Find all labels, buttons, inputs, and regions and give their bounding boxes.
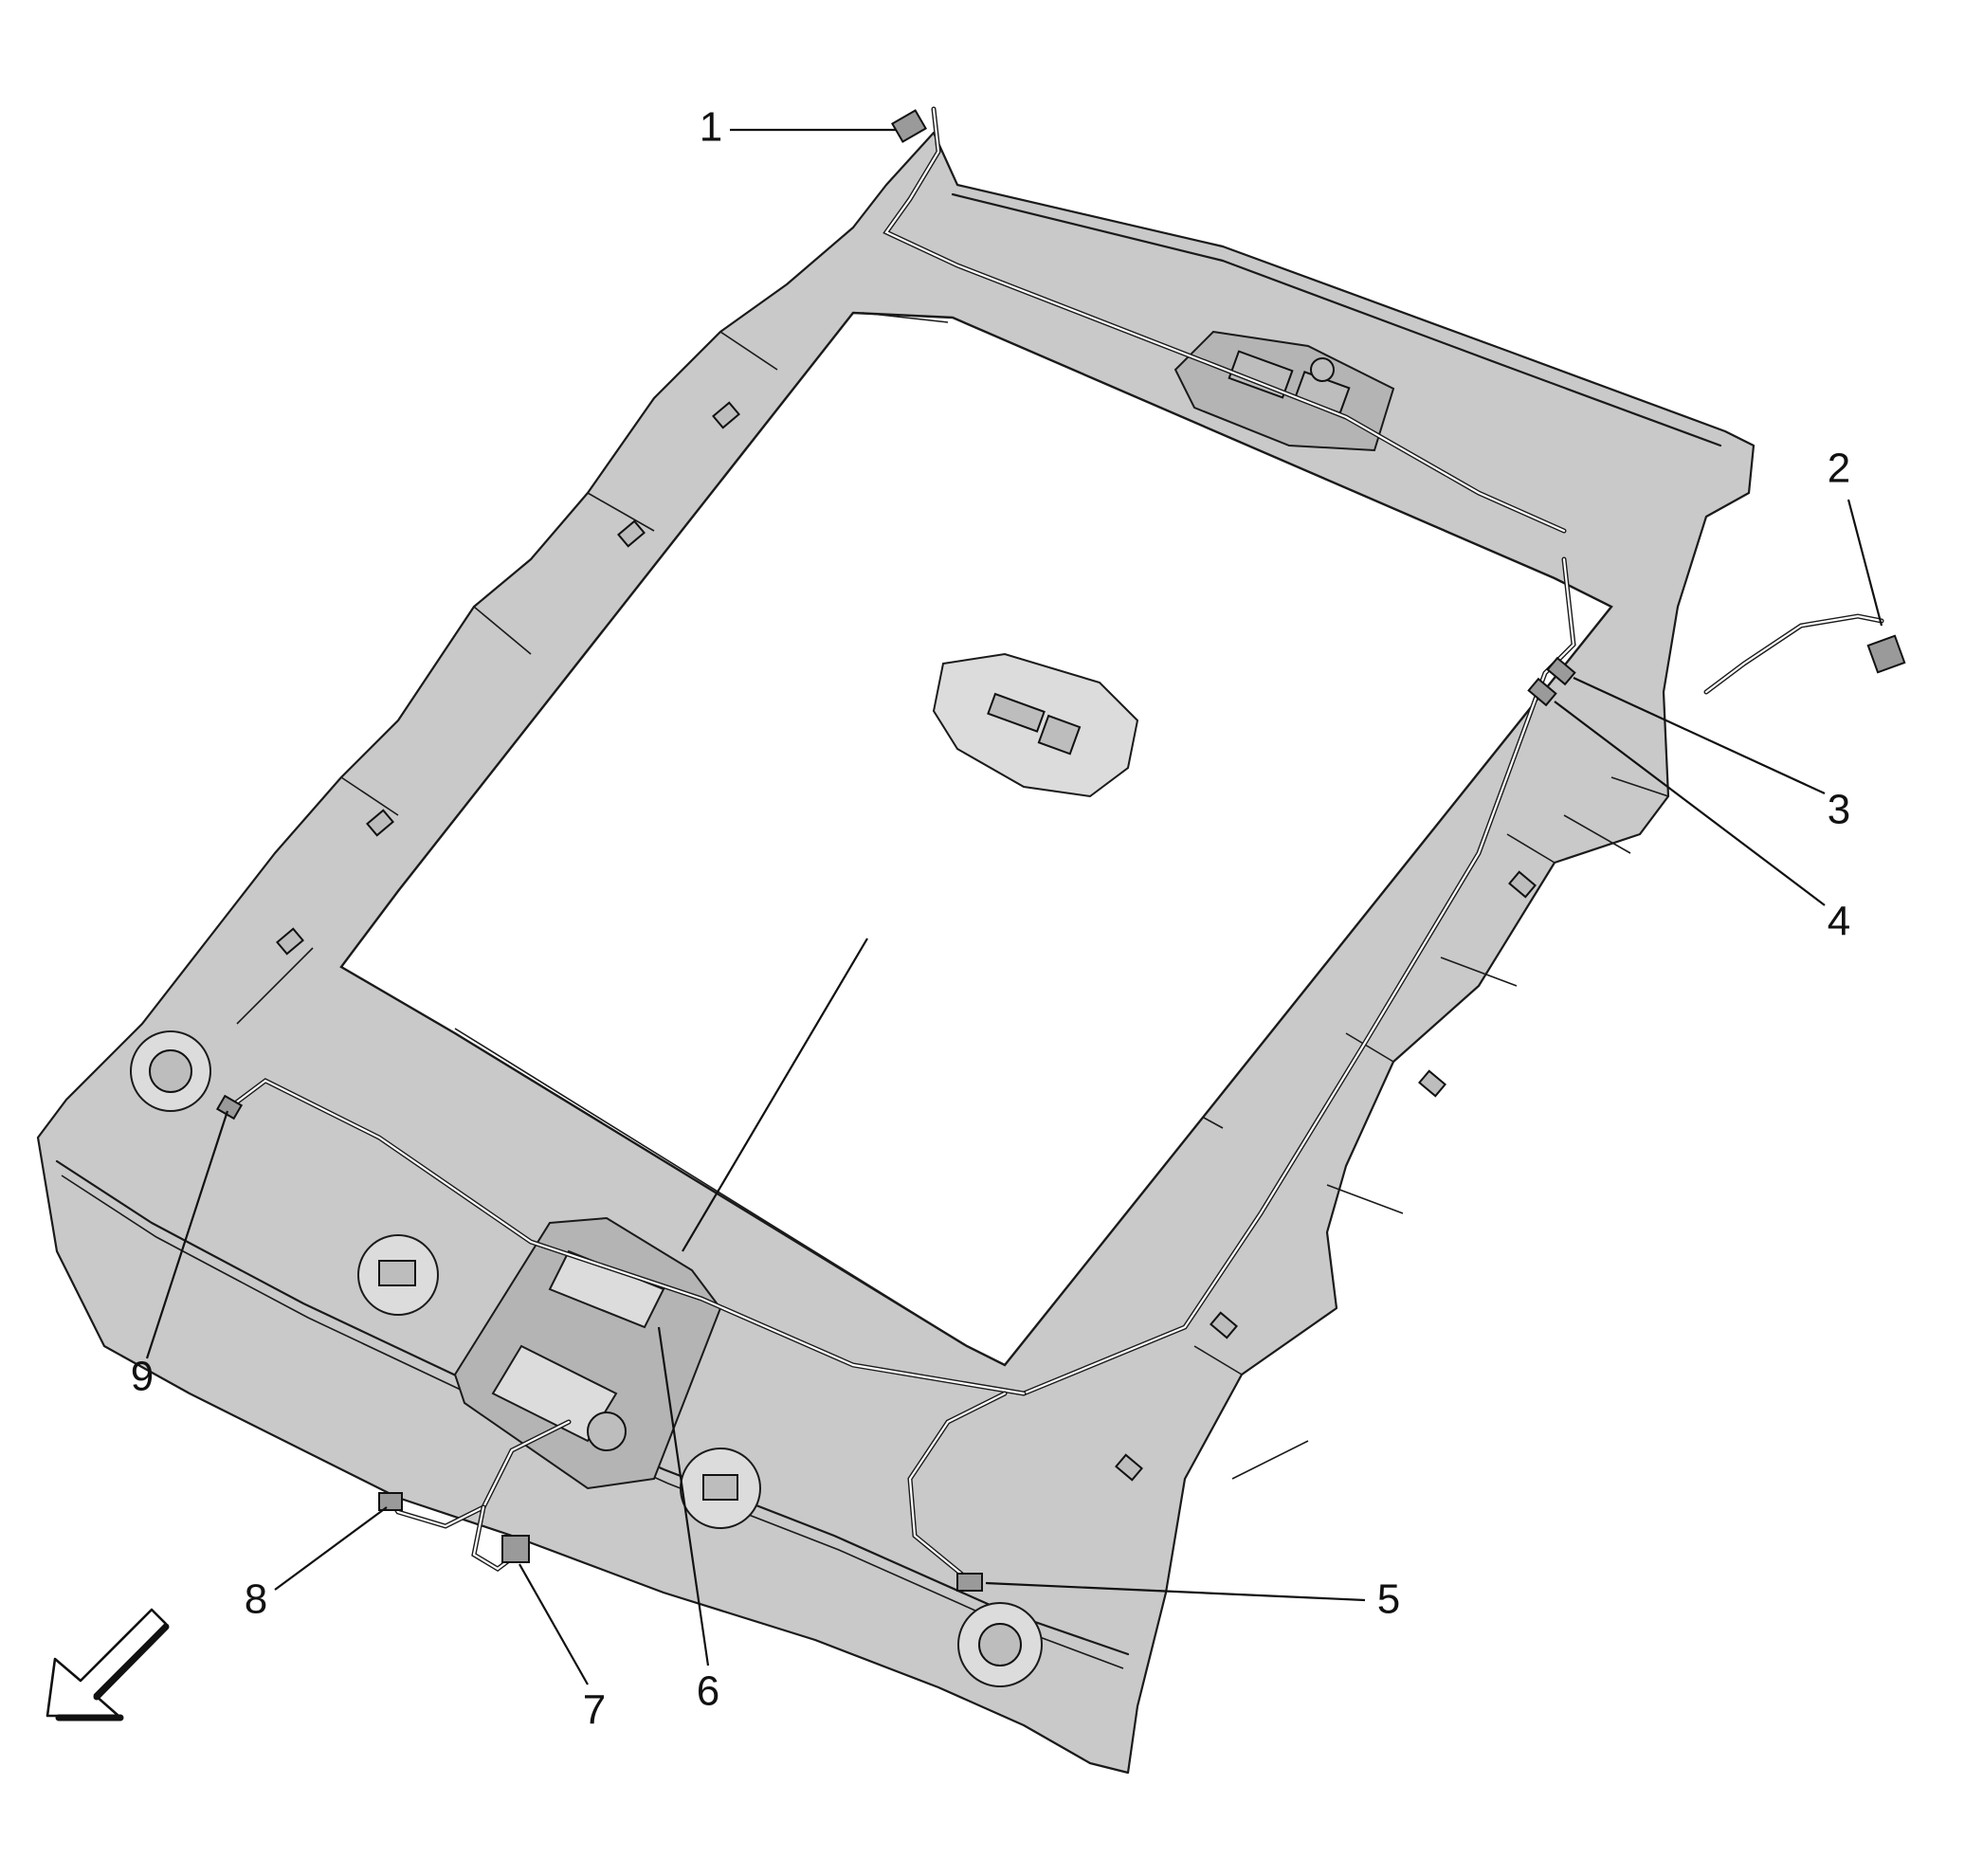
- leader-2: [1847, 499, 1883, 627]
- side-clips: [276, 401, 1537, 1482]
- front-direction-arrow-icon: [45, 1608, 170, 1721]
- connector-1: [891, 109, 927, 143]
- callout-8: 8: [245, 1576, 267, 1623]
- connector-4: [1527, 677, 1557, 707]
- connectors: [215, 109, 1906, 1592]
- connector-5: [956, 1573, 983, 1592]
- leader-9: [145, 1110, 229, 1359]
- leader-7: [518, 1563, 589, 1685]
- callout-2: 2: [1828, 446, 1850, 492]
- callout-6: 6: [697, 1668, 719, 1715]
- wiring-harness: [225, 106, 1884, 1581]
- callout-1: 1: [700, 104, 722, 151]
- connector-8: [378, 1492, 403, 1511]
- callout-4: 4: [1828, 899, 1850, 945]
- callout-3: 3: [1828, 787, 1850, 833]
- roof-opening: [339, 311, 1613, 1367]
- leader-4: [1554, 701, 1826, 906]
- leader-8: [274, 1506, 388, 1591]
- leader-6b: [682, 938, 868, 1252]
- leader-6: [657, 1326, 710, 1667]
- round-fixtures: [130, 1030, 1043, 1687]
- callout-7: 7: [583, 1687, 606, 1734]
- leader-5: [985, 1581, 1366, 1602]
- connector-2: [1866, 634, 1906, 674]
- leader-3: [1573, 677, 1826, 794]
- connector-3: [1546, 656, 1576, 686]
- callout-5: 5: [1377, 1576, 1400, 1623]
- front-overhead-console: [453, 1216, 722, 1490]
- connector-7: [501, 1535, 530, 1563]
- callout-9: 9: [131, 1354, 154, 1400]
- callout-numbers: 1 2 3 4 5 6 7 8 9: [131, 104, 1850, 1734]
- leader-lines: [145, 128, 1883, 1685]
